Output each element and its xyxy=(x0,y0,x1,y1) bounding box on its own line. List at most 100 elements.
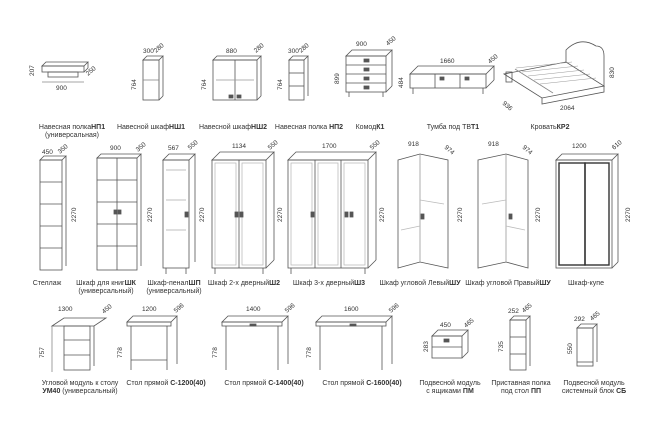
shelf-np1-drawing xyxy=(41,61,89,83)
dim-sb-depth: 465 xyxy=(589,310,602,323)
caption-np1-name: Навесная полка xyxy=(38,124,92,131)
caption-shu-right: Шкаф угловой ПравыйШУ xyxy=(462,280,554,288)
caption-nsh1-name: Навесной шкаф xyxy=(116,124,170,131)
dim-sh3-depth: 550 xyxy=(369,139,382,152)
dim-shp-height: 2270 xyxy=(199,207,206,222)
dim-kupe-width: 1200 xyxy=(572,143,587,150)
dim-s1200-depth: 596 xyxy=(173,302,186,315)
caption-kr2: КроватьКР2 xyxy=(520,124,580,132)
caption-pp: Приставная полка под стол ПП xyxy=(486,380,556,396)
dim-kr2-height: 830 xyxy=(609,67,616,78)
caption-nsh2: Навесной шкафНШ2 xyxy=(192,124,274,132)
caption-shk-name: Шкаф для книг xyxy=(76,280,125,287)
caption-rack-name: Стеллаж xyxy=(32,280,62,287)
caption-kr2-name: Кровать xyxy=(530,124,557,131)
tv-stand-t1-drawing xyxy=(409,65,495,94)
caption-s1600: Стол прямой С-1600(40) xyxy=(314,380,410,388)
caption-t1-code: Т1 xyxy=(471,124,480,131)
caption-sb-name: Подвесной модуль xyxy=(563,380,625,387)
dim-s1400-depth: 596 xyxy=(284,302,297,315)
caption-rack: Стеллаж xyxy=(24,280,70,288)
dim-um40-depth: 450 xyxy=(101,303,114,316)
bed-kr2-drawing xyxy=(502,41,606,105)
caption-nsh1: Навесной шкафНШ1 xyxy=(110,124,192,132)
dim-nsh1-height: 764 xyxy=(131,79,138,90)
shelf-np2-drawing xyxy=(288,55,309,101)
caption-pp-sub: под стол xyxy=(500,388,531,395)
dim-pm-height: 283 xyxy=(423,341,430,352)
desk-s1400-drawing xyxy=(221,315,289,370)
dim-t1-height: 484 xyxy=(398,77,405,88)
caption-np1: Навесная полкаНП1 (универсальная) xyxy=(28,124,116,140)
dim-shp-width: 567 xyxy=(168,145,179,152)
cabinet-nsh2-drawing xyxy=(212,55,262,101)
commode-k1-drawing xyxy=(345,49,393,97)
dim-pm-depth: 465 xyxy=(463,317,476,330)
caption-pp-name: Приставная полка xyxy=(491,380,551,387)
cabinet-nsh1-drawing xyxy=(142,55,164,101)
dim-k1-width: 900 xyxy=(356,41,367,48)
caption-pm-code: ПМ xyxy=(462,388,474,395)
caption-shk-sub: (универсальный) xyxy=(78,288,134,295)
caption-sh3-name: Шкаф 3-х дверный xyxy=(292,280,355,287)
dim-t1-depth: 450 xyxy=(487,53,500,66)
corner-wardrobe-right-drawing xyxy=(477,153,529,269)
dim-shu-right-depth: 974 xyxy=(521,144,534,157)
bookcase-shk-drawing xyxy=(96,153,142,271)
caption-t1: Тумба под ТВТ1 xyxy=(418,124,488,132)
dim-nsh1-width: 300 xyxy=(143,48,154,55)
dim-k1-height: 899 xyxy=(334,73,341,84)
caption-kr2-code: КР2 xyxy=(556,124,570,131)
caption-kupe-name: Шкаф-купе xyxy=(568,280,604,287)
caption-pp-code: ПП xyxy=(530,388,542,395)
wardrobe-sh2-drawing xyxy=(211,151,275,274)
dim-shu-right-width: 918 xyxy=(488,141,499,148)
dim-np2-depth: 280 xyxy=(298,42,311,55)
dim-shk-depth: 350 xyxy=(135,141,148,154)
dim-sh3-width: 1700 xyxy=(322,143,337,150)
desk-s1600-drawing xyxy=(315,315,393,370)
caption-shp: Шкаф-пеналШП (универсальный) xyxy=(140,280,208,296)
dim-t1-width: 1660 xyxy=(440,58,455,65)
dim-shu-left-depth: 974 xyxy=(443,144,456,157)
rack-drawing xyxy=(39,155,67,271)
dim-sb-height: 550 xyxy=(567,343,574,354)
corner-wardrobe-left-drawing xyxy=(397,153,449,269)
dim-kr2-length: 2064 xyxy=(560,105,575,112)
sliding-wardrobe-drawing xyxy=(555,153,619,269)
dim-sb-width: 292 xyxy=(574,316,585,323)
caption-shp-code: ШП xyxy=(188,280,201,287)
dim-rack-width: 450 xyxy=(42,149,53,156)
dim-kupe-height: 2270 xyxy=(625,207,632,222)
caption-sh2-code: Ш2 xyxy=(269,280,281,287)
dim-sh2-height: 2270 xyxy=(277,207,284,222)
caption-nsh2-code: НШ2 xyxy=(251,124,268,131)
dim-kupe-depth: 610 xyxy=(611,139,624,152)
dim-s1400-height: 778 xyxy=(212,347,219,358)
dim-np1-depth: 250 xyxy=(85,65,98,78)
dim-shu-right-height: 2270 xyxy=(535,207,542,222)
caption-nsh1-code: НШ1 xyxy=(169,124,186,131)
dim-s1600-width: 1600 xyxy=(344,306,359,313)
caption-np1-code: НП1 xyxy=(91,124,106,131)
caption-nsh2-name: Навесной шкаф xyxy=(198,124,252,131)
caption-np2: Навесная полка НП2 xyxy=(270,124,348,132)
dim-shu-left-height: 2270 xyxy=(457,207,464,222)
caption-sb-sub: системный блок xyxy=(561,388,617,395)
caption-um40-code: УМ40 xyxy=(42,388,61,395)
dim-nsh1-depth: 280 xyxy=(153,42,166,55)
dim-np1-height: 207 xyxy=(29,65,36,76)
dim-pm-width: 450 xyxy=(440,322,451,329)
caption-s1200-name: Стол прямой xyxy=(126,380,171,387)
dim-kr2-width: 936 xyxy=(501,100,514,113)
dim-s1200-width: 1200 xyxy=(142,306,157,313)
caption-pm-sub: с ящиками xyxy=(426,388,463,395)
dim-np1-width: 900 xyxy=(56,85,67,92)
caption-kupe: Шкаф-купе xyxy=(560,280,612,288)
caption-np1-sub: (универсальная) xyxy=(44,132,100,139)
dim-k1-depth: 450 xyxy=(385,35,398,48)
dim-sh3-height: 2270 xyxy=(379,207,386,222)
caption-sb-code: СБ xyxy=(616,388,627,395)
system-unit-sb-drawing xyxy=(576,323,598,367)
